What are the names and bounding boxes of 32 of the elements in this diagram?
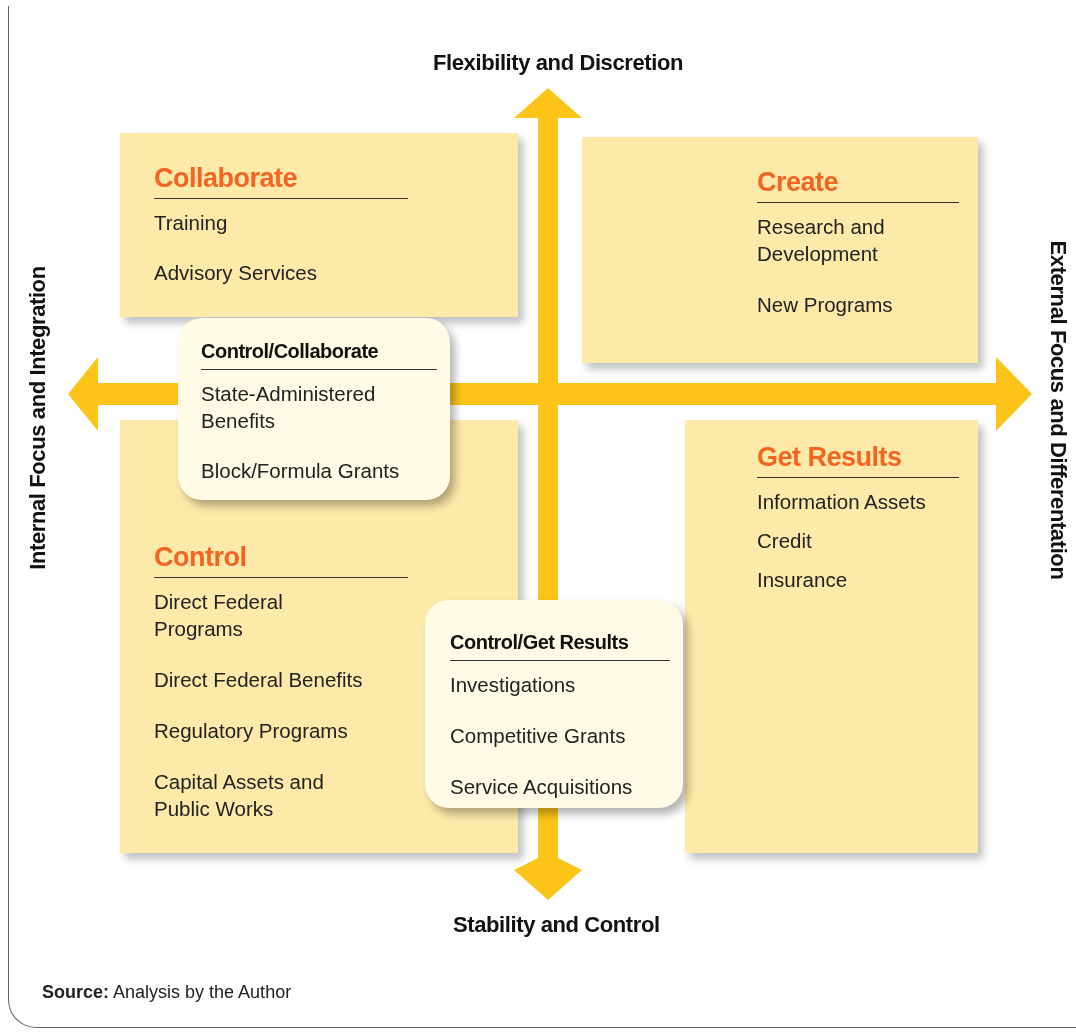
overlap-card	[425, 600, 683, 808]
list-item: Block/Formula Grants	[201, 458, 401, 484]
source-note: Source: Analysis by the Author	[42, 982, 292, 1003]
axis-label: Internal Focus and Integration	[25, 266, 51, 570]
list-item: Capital Assets and Public Works	[154, 769, 325, 822]
list-item: Advisory Services	[154, 260, 318, 286]
heading: Control	[154, 542, 408, 578]
heading: Control/Collaborate	[201, 340, 437, 370]
list-item: Information Assets	[757, 489, 927, 515]
list-item: Credit	[757, 528, 813, 554]
axis-label: Flexibility and Discretion	[433, 50, 683, 76]
list-item: Training	[154, 210, 229, 236]
list-item: Regulatory Programs	[154, 718, 349, 744]
list-item: Service Acquisitions	[450, 774, 634, 800]
heading: Get Results	[757, 442, 959, 478]
list-item: Investigations	[450, 672, 577, 698]
quadrant-panel	[685, 420, 978, 853]
quadrant-panel	[582, 137, 978, 363]
quadrant-panel	[120, 133, 518, 317]
heading: Control/Get Results	[450, 631, 670, 661]
list-item: New Programs	[757, 292, 894, 318]
list-item: Competitive Grants	[450, 723, 627, 749]
list-item: State-Administered Benefits	[201, 381, 377, 434]
list-item: Insurance	[757, 567, 849, 593]
list-item: Direct Federal Benefits	[154, 667, 364, 693]
axis-label: Stability and Control	[453, 912, 660, 938]
heading: Collaborate	[154, 163, 408, 199]
list-item: Research and Development	[757, 214, 886, 267]
axis-label: External Focus and Differentation	[1045, 240, 1071, 580]
overlap-card	[178, 318, 450, 500]
heading: Create	[757, 167, 959, 203]
list-item: Direct Federal Programs	[154, 589, 284, 642]
